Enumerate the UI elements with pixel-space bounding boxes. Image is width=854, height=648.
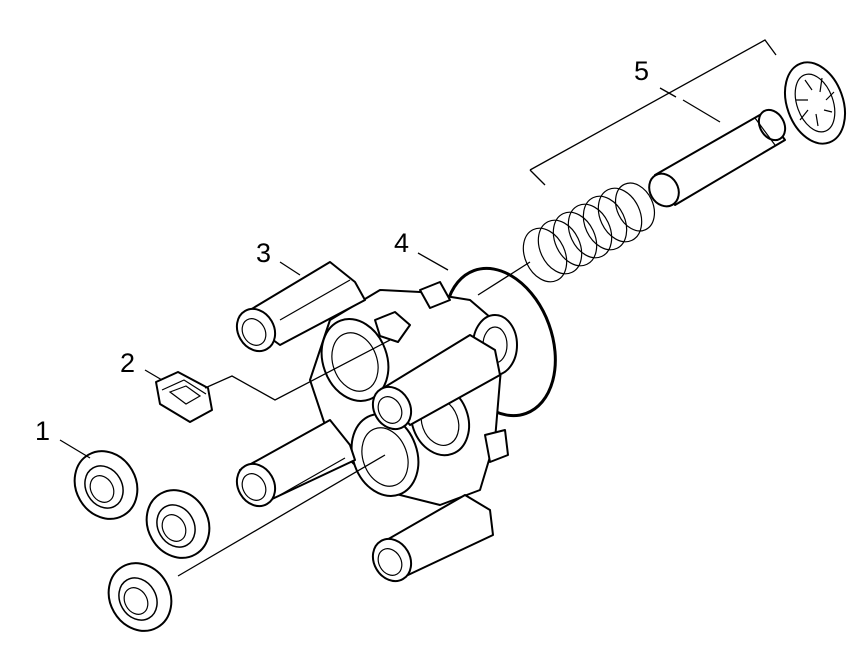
- seal-ring-bottom: [107, 562, 173, 632]
- nut-part: [155, 371, 213, 423]
- callout-3: 3: [256, 238, 271, 268]
- spring: [522, 182, 656, 283]
- retaining-ring: [784, 61, 846, 145]
- seal-ring-middle: [145, 489, 211, 559]
- pump-housing: [235, 261, 518, 583]
- callout-2: 2: [120, 348, 135, 378]
- piston: [648, 108, 787, 208]
- callout-5: 5: [634, 56, 649, 86]
- callout-1: 1: [35, 416, 50, 446]
- leader-lines: [59, 39, 777, 577]
- callout-4: 4: [394, 228, 409, 258]
- seal-ring-top: [73, 450, 139, 520]
